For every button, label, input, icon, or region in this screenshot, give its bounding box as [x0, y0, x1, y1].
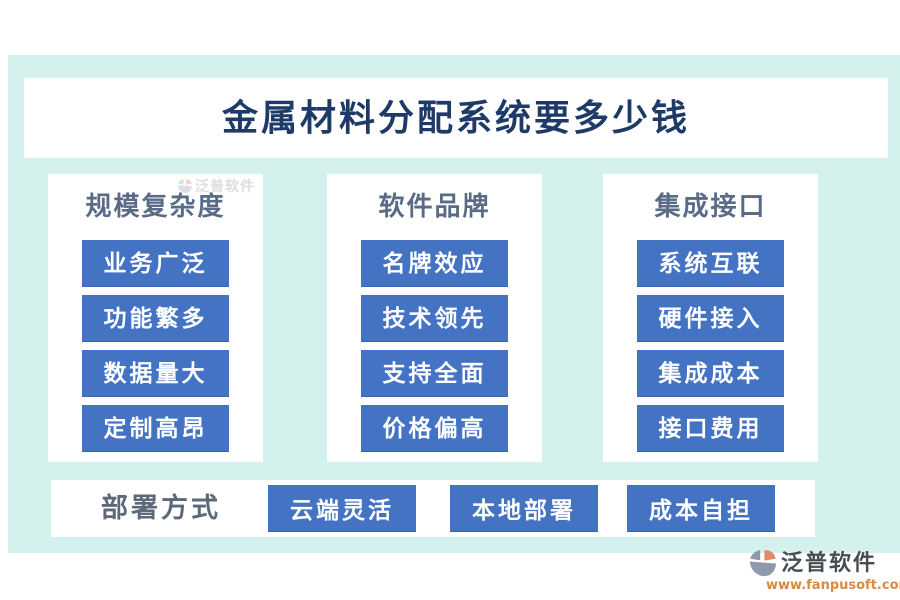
deployment-label: 部署方式 — [101, 493, 221, 524]
factor-pill[interactable]: 业务广泛 — [82, 240, 229, 287]
page-title: 金属材料分配系统要多少钱 — [221, 97, 690, 139]
panel-software-brand: 软件品牌 名牌效应 技术领先 支持全面 价格偏高 — [327, 174, 542, 462]
panel-header: 软件品牌 — [378, 192, 491, 222]
factor-pill[interactable]: 集成成本 — [637, 350, 784, 397]
factor-pill[interactable]: 系统互联 — [637, 240, 784, 287]
factor-pill[interactable]: 定制高昂 — [82, 405, 229, 452]
deploy-pill[interactable]: 本地部署 — [450, 485, 598, 532]
factor-pill[interactable]: 技术领先 — [361, 295, 508, 342]
factor-pill[interactable]: 名牌效应 — [361, 240, 508, 287]
factor-pill[interactable]: 接口费用 — [637, 405, 784, 452]
factor-pill[interactable]: 硬件接入 — [637, 295, 784, 342]
brand-url[interactable]: www.fanpusoft.com — [766, 578, 900, 593]
factor-pill[interactable]: 支持全面 — [361, 350, 508, 397]
panel-integration-interface: 集成接口 系统互联 硬件接入 集成成本 接口费用 — [603, 174, 818, 462]
panel-header: 集成接口 — [654, 192, 767, 222]
fanpu-logo-icon — [749, 549, 777, 577]
deployment-bar: 部署方式 云端灵活 本地部署 成本自担 — [51, 480, 815, 537]
panel-scale-complexity: 泛普软件 规模复杂度 业务广泛 功能繁多 数据量大 定制高昂 — [48, 174, 263, 462]
factor-pill[interactable]: 数据量大 — [82, 350, 229, 397]
factor-pill[interactable]: 价格偏高 — [361, 405, 508, 452]
panel-header: 规模复杂度 — [85, 192, 226, 222]
branding-block: 泛普软件 www.fanpusoft.com — [748, 548, 900, 593]
brand-name: 泛普软件 — [781, 549, 878, 576]
factor-pill[interactable]: 功能繁多 — [82, 295, 229, 342]
deploy-pill[interactable]: 云端灵活 — [268, 485, 416, 532]
background-card: 金属材料分配系统要多少钱 泛普软件 规模复杂度 业务广泛 功能繁多 数据量大 定… — [8, 55, 900, 553]
deploy-pill[interactable]: 成本自担 — [627, 485, 775, 532]
title-banner: 金属材料分配系统要多少钱 — [24, 78, 888, 158]
